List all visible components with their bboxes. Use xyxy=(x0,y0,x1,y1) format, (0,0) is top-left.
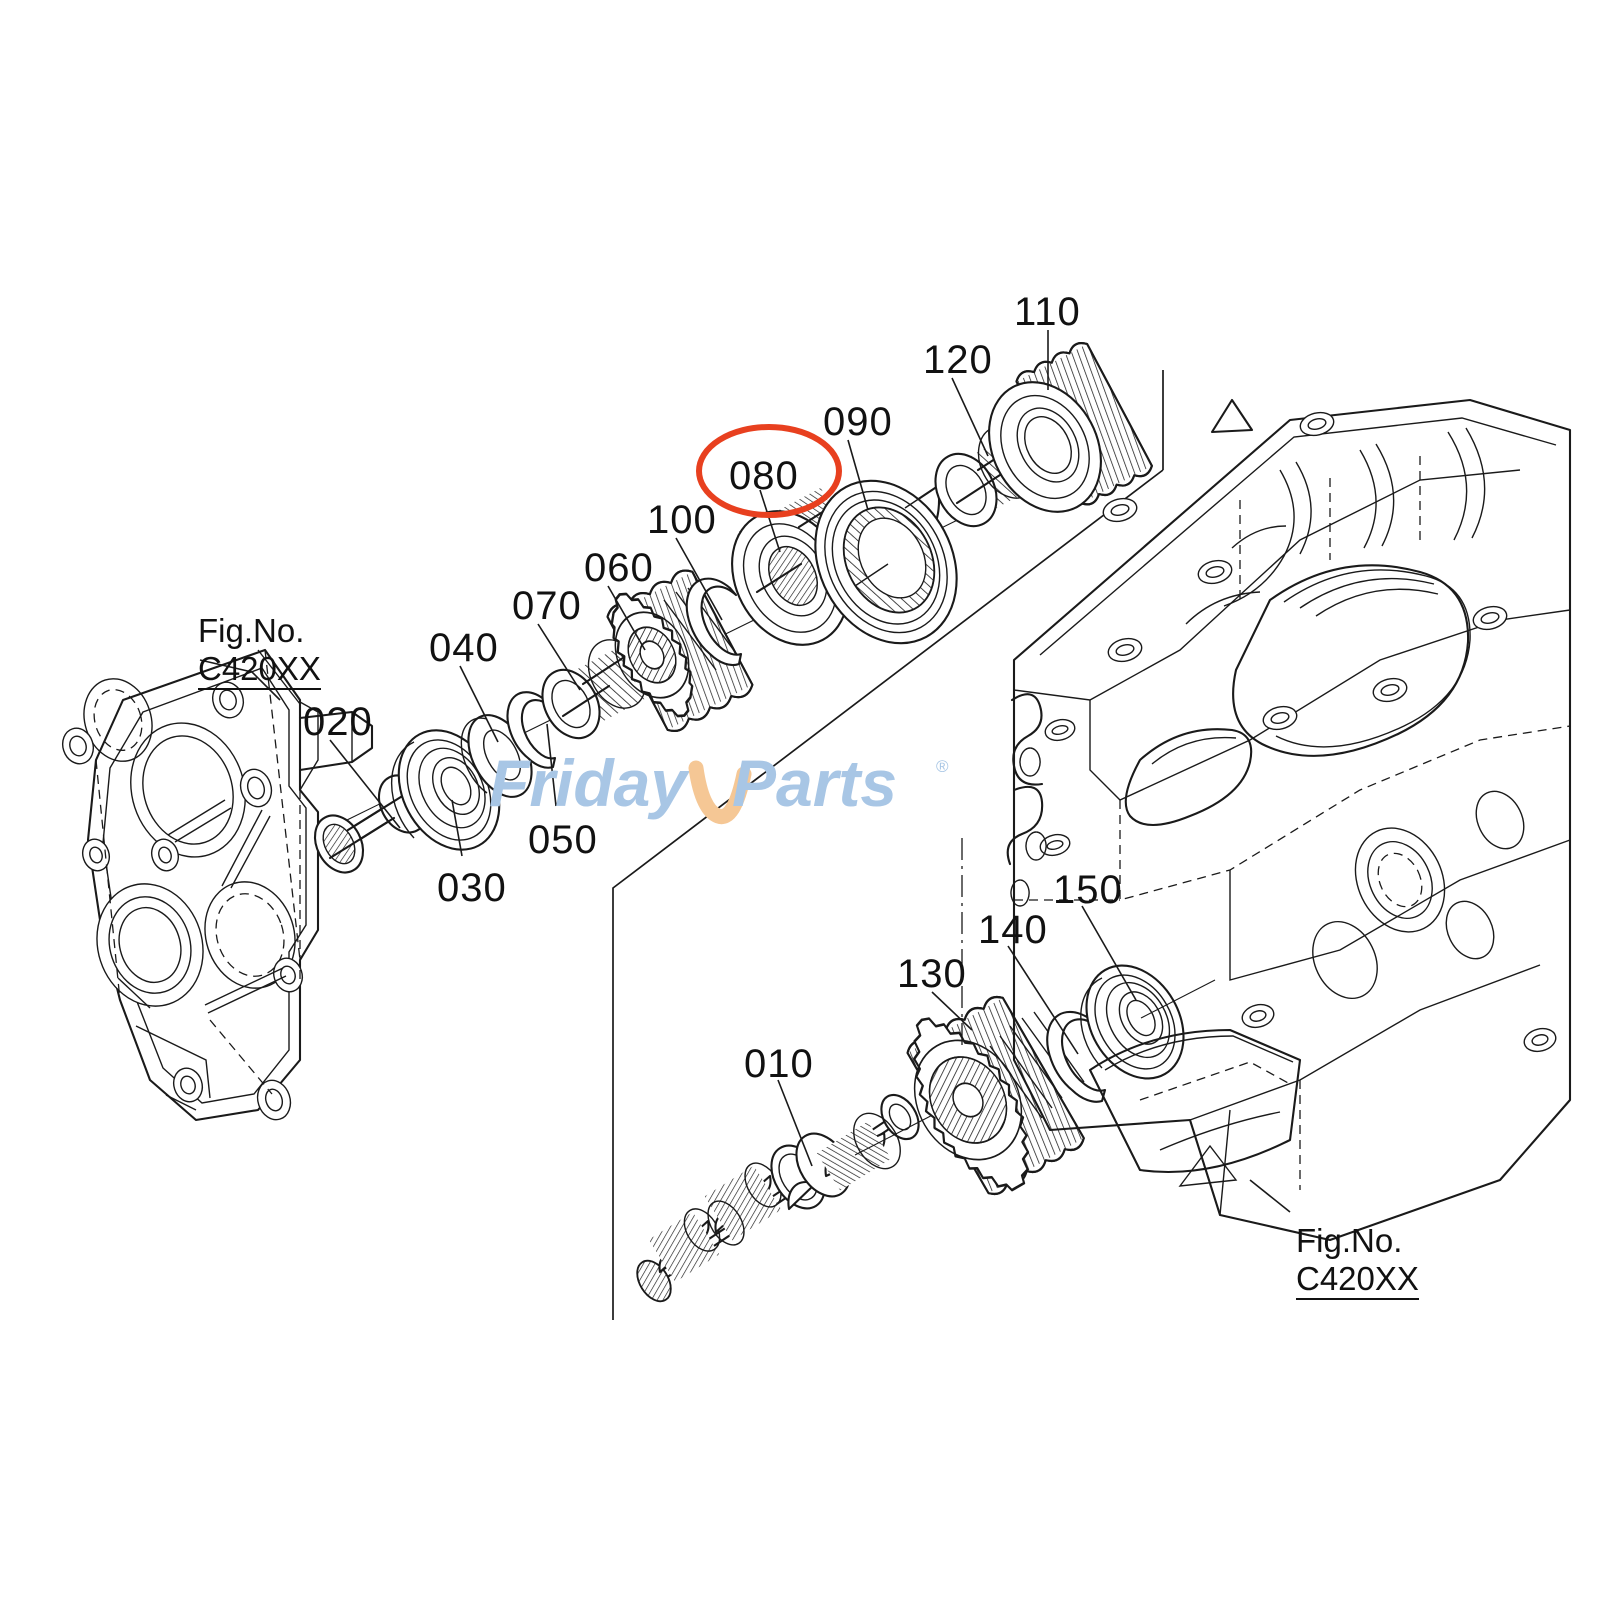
watermark-friday: Friday xyxy=(489,746,690,820)
fridayparts-watermark: Friday Parts ® xyxy=(489,746,949,825)
watermark-swoosh-icon xyxy=(688,760,752,825)
callout-020: 020 xyxy=(303,700,373,744)
callout-090: 090 xyxy=(823,400,893,444)
callout-040: 040 xyxy=(429,626,499,670)
fig-ref-right: Fig.No. C420XX xyxy=(1296,1222,1419,1300)
callout-140: 140 xyxy=(978,908,1048,952)
fig-ref-right-line1: Fig.No. xyxy=(1296,1222,1403,1259)
watermark-parts: Parts xyxy=(732,746,897,820)
callout-010: 010 xyxy=(744,1042,814,1086)
part-010-pto-shaft xyxy=(636,1074,1011,1303)
callout-100: 100 xyxy=(647,498,717,542)
right-transmission-case xyxy=(1006,398,1572,1242)
callout-080: 080 xyxy=(729,454,799,498)
callout-070: 070 xyxy=(512,584,582,628)
callout-060: 060 xyxy=(584,546,654,590)
callout-050: 050 xyxy=(528,818,598,862)
fig-ref-right-line2: C420XX xyxy=(1296,1259,1419,1300)
leader-lines xyxy=(199,330,1291,1213)
fig-ref-left-line2: C420XX xyxy=(198,649,321,690)
fig-ref-left-line1: Fig.No. xyxy=(198,612,305,649)
callout-120: 120 xyxy=(923,338,993,382)
fig-ref-left: Fig.No. C420XX xyxy=(198,612,321,690)
part-110-splined-gear xyxy=(988,342,1153,513)
callout-130: 130 xyxy=(897,952,967,996)
highlight-ellipse-080 xyxy=(696,424,842,518)
part-150-ball-bearing xyxy=(1080,964,1216,1080)
part-140-snap-ring xyxy=(1046,1010,1107,1103)
part-130-helical-gear xyxy=(906,995,1085,1196)
callout-150: 150 xyxy=(1053,868,1123,912)
callout-110: 110 xyxy=(1014,290,1081,334)
part-100-snap-ring xyxy=(685,577,743,667)
callout-030: 030 xyxy=(437,866,507,910)
watermark-registered-mark: ® xyxy=(936,757,949,776)
part-060-gear xyxy=(606,569,754,733)
left-transmission-housing xyxy=(61,648,374,1122)
